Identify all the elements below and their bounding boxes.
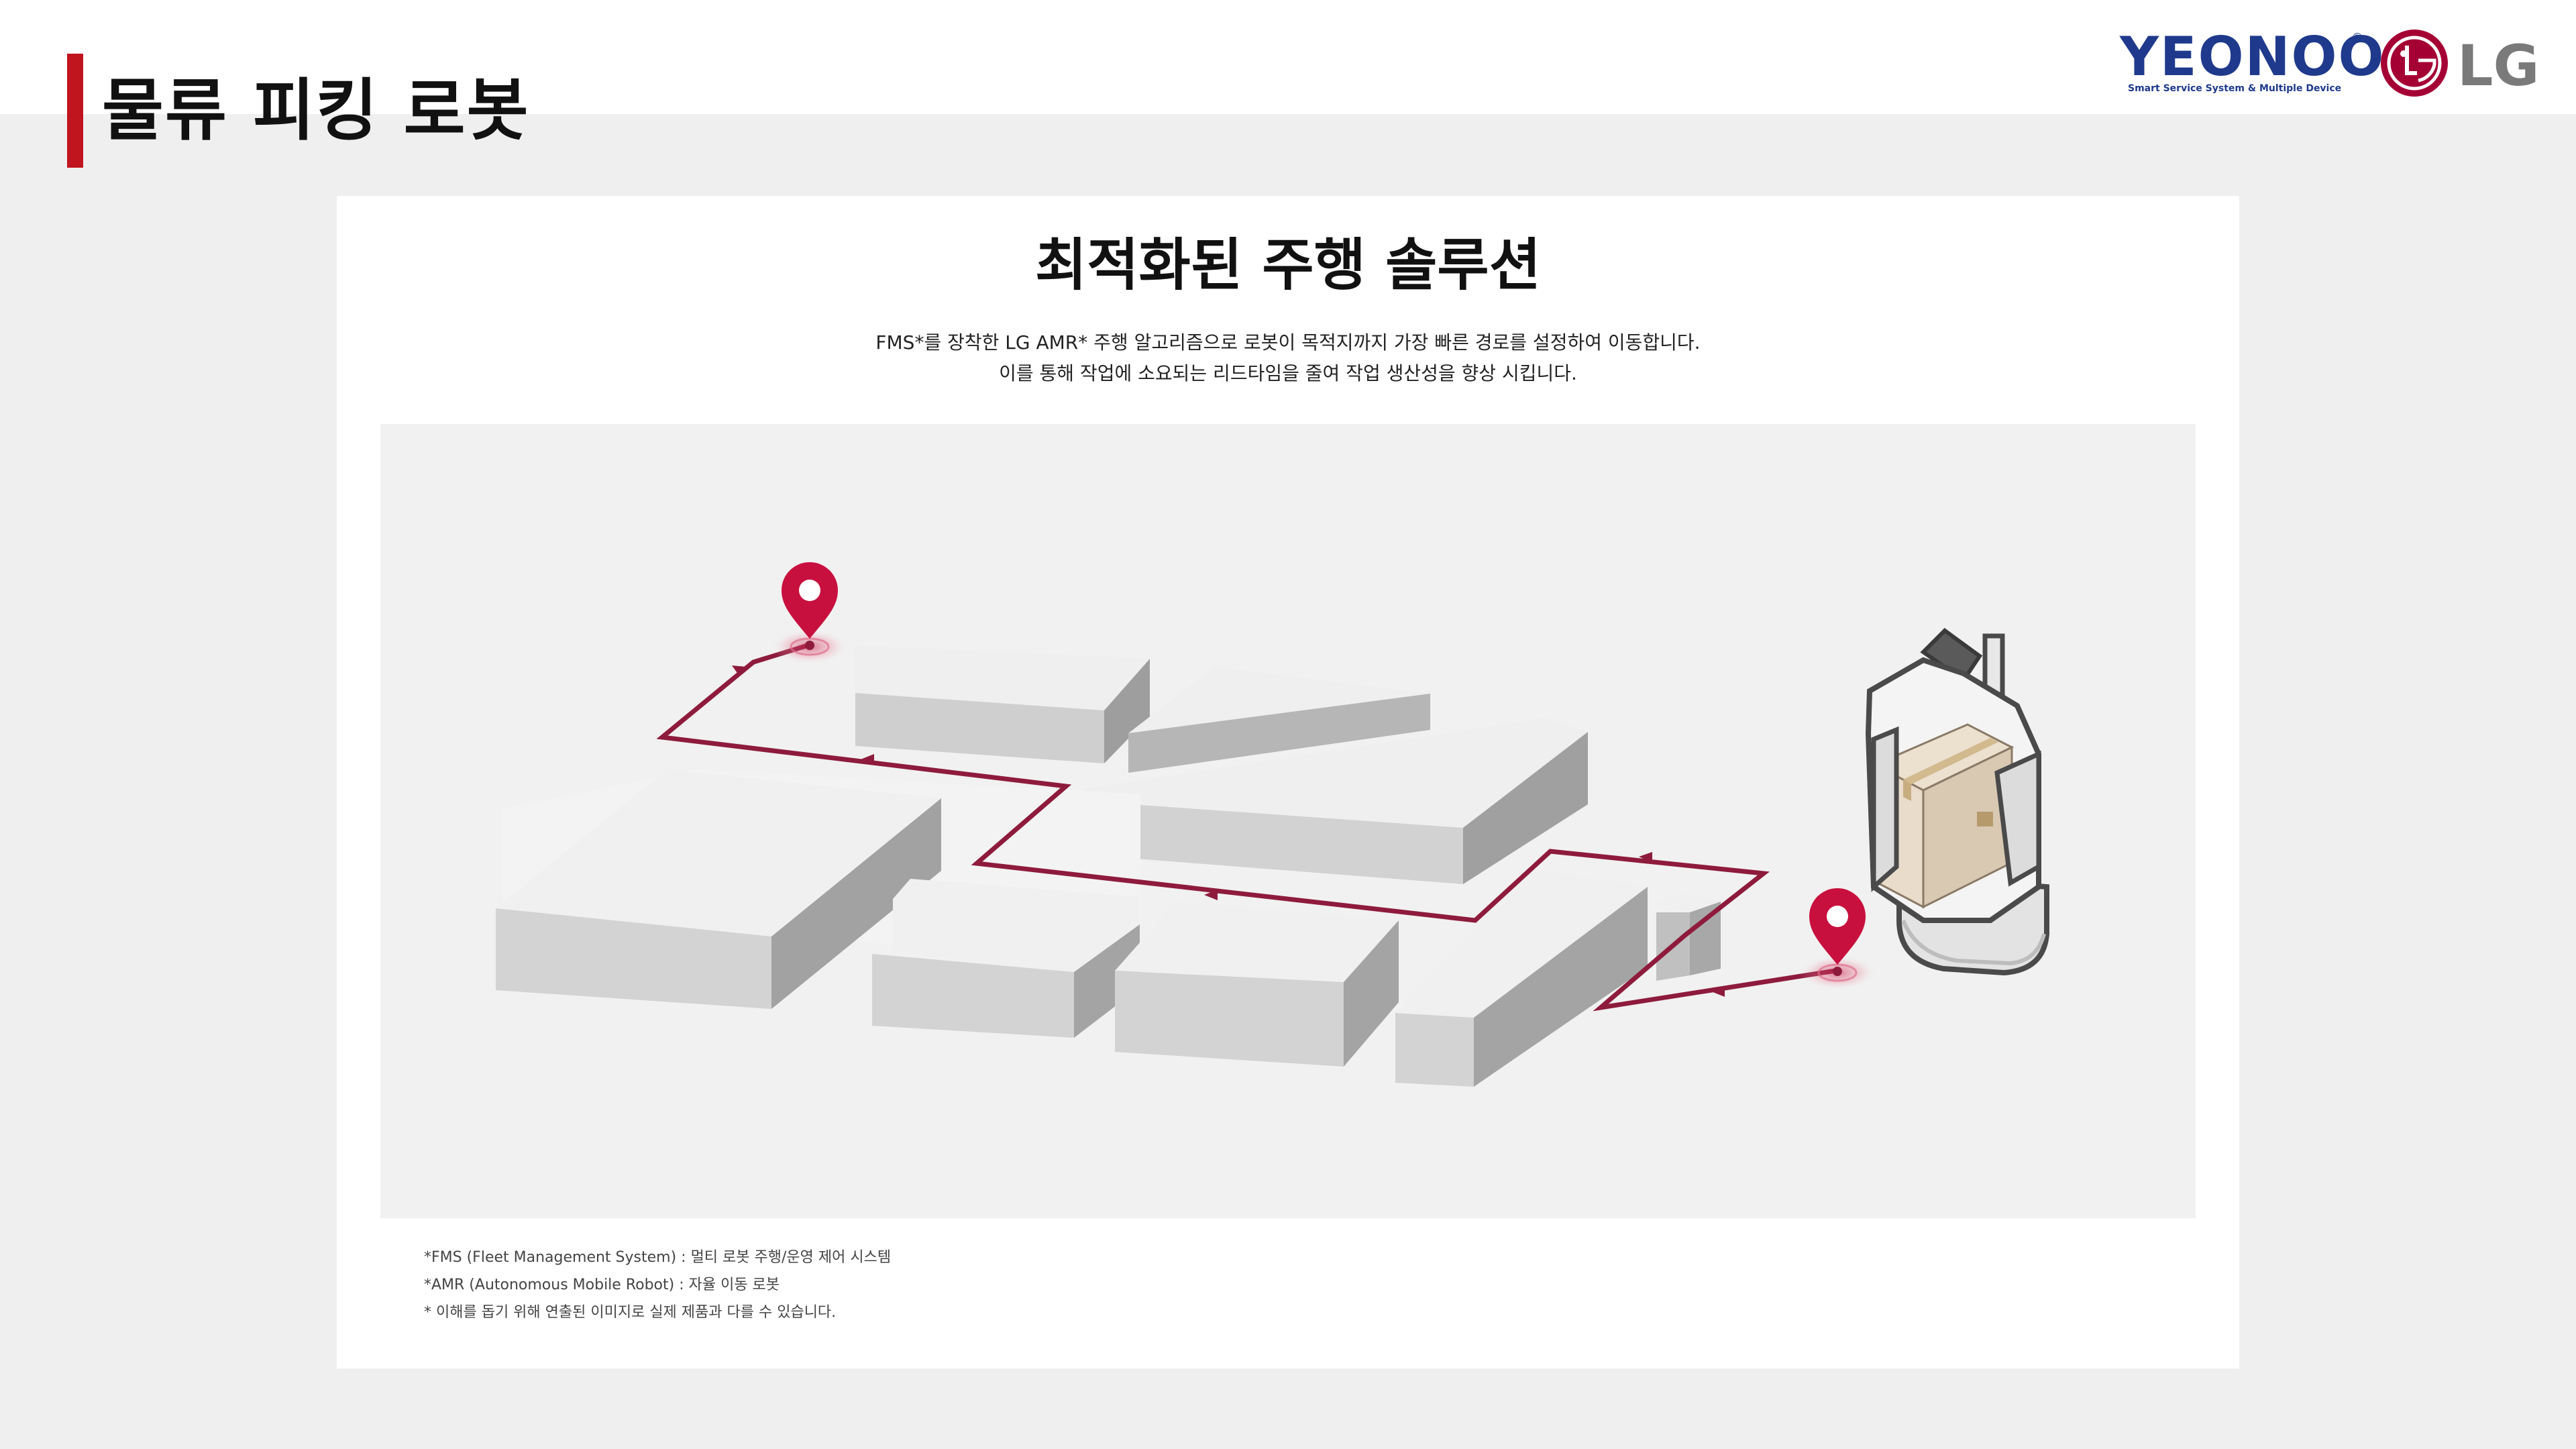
yeonoo-logo-tagline: Smart Service System & Multiple Device xyxy=(2128,83,2342,94)
yeonoo-logo: YEONOO ® Smart Service System & Multiple… xyxy=(2120,27,2384,101)
start-location-pin-icon xyxy=(771,562,849,664)
page-title: 물류 피킹 로봇 xyxy=(102,71,530,150)
description-line-2: 이를 통해 작업에 소요되는 리드타임을 줄여 작업 생산성을 향상 시킵니다. xyxy=(999,362,1577,384)
lg-logo-word: LG xyxy=(2457,33,2540,99)
warehouse-block-1 xyxy=(853,645,1150,763)
end-location-pin-icon xyxy=(1799,888,1876,990)
registered-mark: ® xyxy=(2351,31,2363,45)
footnote-disclaimer: * 이해를 돕기 위해 연출된 이미지로 실제 제품과 다를 수 있습니다. xyxy=(424,1304,837,1321)
header-bar xyxy=(0,0,2576,114)
warehouse-block-2 xyxy=(1128,667,1430,773)
footnote-fms: *FMS (Fleet Management System) : 멀티 로봇 주… xyxy=(424,1249,892,1266)
warehouse-block-3 xyxy=(1084,718,1588,884)
title-accent-bar xyxy=(67,54,83,168)
footnotes: *FMS (Fleet Management System) : 멀티 로봇 주… xyxy=(424,1244,891,1326)
route-illustration xyxy=(380,424,2196,1218)
lg-logo: LG xyxy=(2378,27,2539,101)
description-line-1: FMS*를 장착한 LG AMR* 주행 알고리즘으로 로봇이 목적지까지 가장… xyxy=(875,331,1701,354)
warehouse-block-8 xyxy=(1655,894,1721,981)
route-path xyxy=(656,641,1836,1012)
warehouse-block-5 xyxy=(872,879,1140,1038)
warehouse-block-6 xyxy=(1115,902,1399,1067)
footnote-amr: *AMR (Autonomous Mobile Robot) : 자율 이동 로… xyxy=(424,1277,780,1293)
picking-robot-illustration xyxy=(1865,628,2049,976)
yeonoo-logo-word: YEONOO xyxy=(2120,25,2385,88)
warehouse-block-7 xyxy=(1395,869,1648,1087)
route-arrows xyxy=(732,665,1725,997)
route-map-svg xyxy=(496,562,2049,1087)
lg-face-icon xyxy=(2381,30,2448,97)
content-card: 최적화된 주행 솔루션 FMS*를 장착한 LG AMR* 주행 알고리즘으로 … xyxy=(337,196,2239,1368)
card-title: 최적화된 주행 솔루션 xyxy=(1034,232,1541,298)
